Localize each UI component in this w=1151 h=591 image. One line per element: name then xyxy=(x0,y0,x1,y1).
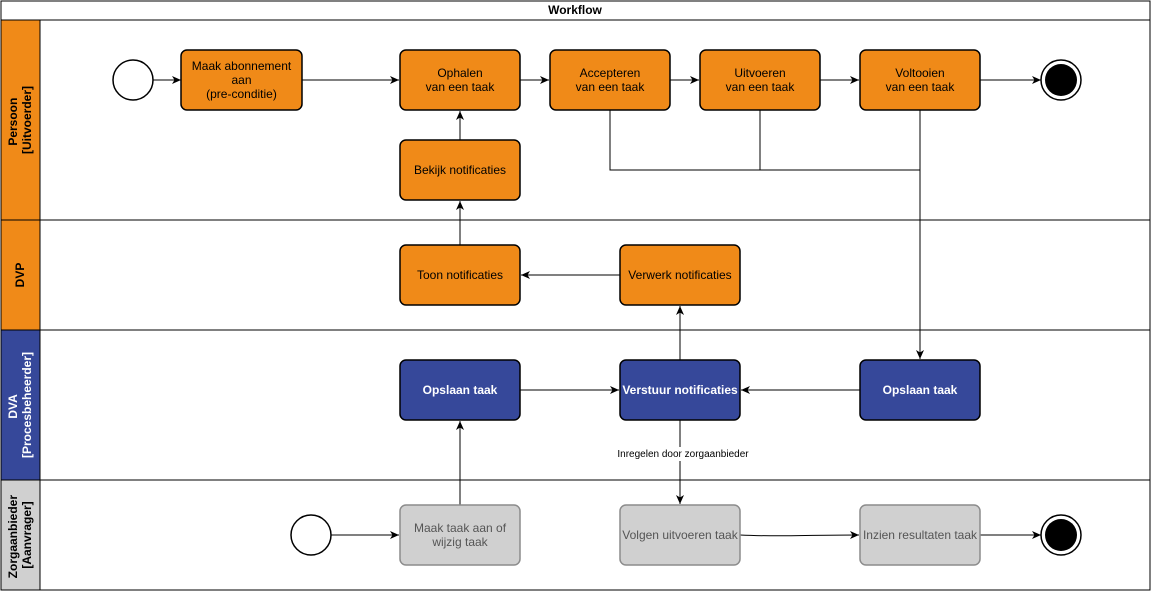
task-label: Verstuur notificaties xyxy=(622,383,738,397)
task-opslaan-taak-1[interactable]: Opslaan taak xyxy=(399,359,521,421)
task-box xyxy=(399,504,521,566)
task-verwerk-notificaties[interactable]: Verwerk notificaties xyxy=(619,244,741,306)
task-inzien-resultaten[interactable]: Inzien resultaten taak xyxy=(859,504,981,566)
start-event-1 xyxy=(112,59,154,101)
task-label: van een taak xyxy=(886,80,956,94)
task-box xyxy=(180,49,303,111)
task-label: Voltooien xyxy=(895,66,944,80)
end-event-1 xyxy=(1045,64,1077,96)
edge-volgen-inzien xyxy=(739,531,860,540)
task-label: Verwerk notificaties xyxy=(628,268,731,282)
task-box xyxy=(619,504,741,566)
task-box xyxy=(859,504,981,566)
task-label: Accepteren xyxy=(580,66,641,80)
end-event-2 xyxy=(1045,519,1077,551)
task-box xyxy=(399,49,521,111)
lane-label-dvp: DVP xyxy=(13,263,27,288)
lane-header-dva xyxy=(0,329,41,481)
task-label: Opslaan taak xyxy=(423,383,498,397)
task-bekijk-notificaties[interactable]: Bekijk notificaties xyxy=(399,139,521,201)
task-label: aan xyxy=(231,73,251,87)
task-label: Inzien resultaten taak xyxy=(863,528,978,542)
edge-label-bg xyxy=(610,447,757,461)
task-label: Opslaan taak xyxy=(883,383,958,397)
task-label: (pre-conditie) xyxy=(206,87,277,101)
pool-title: Workflow xyxy=(548,3,602,17)
lane-headers xyxy=(0,19,41,591)
task-box xyxy=(549,49,671,111)
start-event-2 xyxy=(290,514,332,556)
task-label: wijzig taak xyxy=(431,535,488,549)
edge-accept-merge xyxy=(609,110,920,171)
task-toon-notificaties[interactable]: Toon notificaties xyxy=(399,244,521,306)
task-label: Bekijk notificaties xyxy=(414,163,506,177)
lane-label-dva: DVA [Procesbeheerder] xyxy=(6,352,34,458)
task-opslaan-taak-2[interactable]: Opslaan taak xyxy=(859,359,981,421)
lane-label-zorg: Zorgaanbieder [Aanvrager] xyxy=(6,492,34,579)
task-label: van een taak xyxy=(576,80,646,94)
task-label: van een taak xyxy=(726,80,796,94)
task-box xyxy=(859,49,981,111)
task-label: Uitvoeren xyxy=(734,66,785,80)
task-verstuur-notificaties[interactable]: Verstuur notificaties xyxy=(619,359,741,421)
edge-label-inregelen: Inregelen door zorgaanbieder xyxy=(617,449,749,460)
task-box xyxy=(399,244,521,306)
task-label: Maak abonnement xyxy=(192,59,292,73)
lane-header-persoon xyxy=(0,19,41,221)
task-box xyxy=(699,49,821,111)
task-label: Toon notificaties xyxy=(417,268,503,282)
task-label: Ophalen xyxy=(437,66,482,80)
task-label: van een taak xyxy=(426,80,496,94)
task-box xyxy=(859,359,981,421)
lane-label-persoon: Persoon [Uitvoerder] xyxy=(6,86,34,154)
task-box xyxy=(619,244,741,306)
task-box xyxy=(399,139,521,201)
task-volgen-uitvoeren[interactable]: Volgen uitvoeren taak xyxy=(619,504,741,566)
lane-header-zorg xyxy=(0,479,41,591)
task-box xyxy=(619,359,741,421)
connectors xyxy=(153,76,1041,540)
task-label: Volgen uitvoeren taak xyxy=(622,528,738,542)
task-label: Maak taak aan of xyxy=(414,521,507,535)
task-box xyxy=(399,359,521,421)
